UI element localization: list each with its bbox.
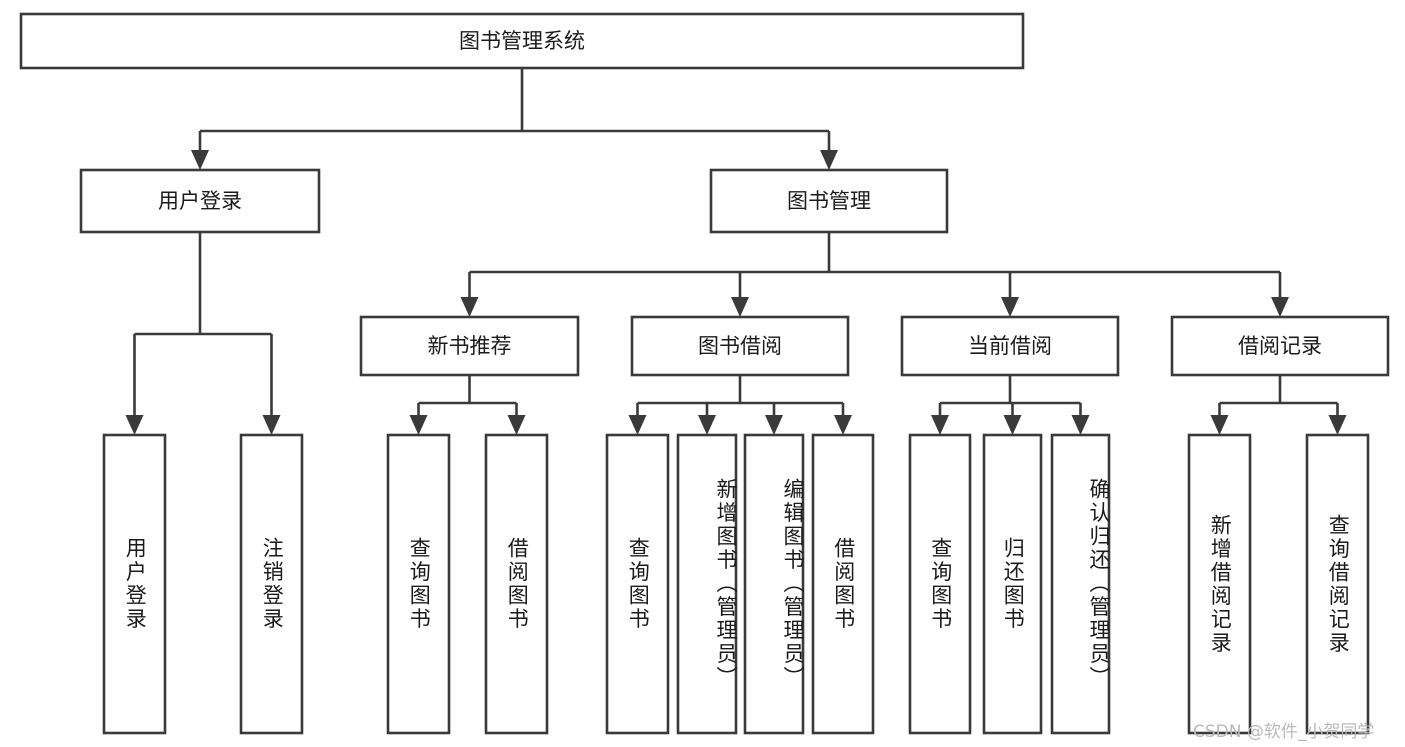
- node-leaf-3[interactable]: [484, 433, 549, 735]
- node-level2-0[interactable]: [79, 168, 321, 234]
- connectors-layer: [125, 68, 1347, 435]
- node-level3-label-1: 图书借阅: [698, 334, 782, 358]
- arrowhead-icon: [507, 415, 526, 435]
- arrowhead-icon: [628, 415, 647, 435]
- arrowhead-icon: [460, 297, 479, 317]
- node-level2-1[interactable]: [709, 168, 949, 234]
- csdn-watermark: CSDN @软件_小贺同学: [1193, 722, 1375, 742]
- node-level3-label-2: 当前借阅: [968, 334, 1052, 358]
- arrowhead-icon: [125, 415, 144, 435]
- node-leaf-12[interactable]: [1305, 433, 1370, 735]
- arrowhead-icon: [1210, 415, 1229, 435]
- arrowhead-icon: [1328, 415, 1347, 435]
- node-leaf-7[interactable]: [811, 433, 875, 735]
- arrowhead-icon: [191, 150, 209, 170]
- node-root[interactable]: [19, 12, 1025, 70]
- node-level2-label-0: 用户登录: [158, 189, 242, 213]
- boxes-layer: [19, 12, 1390, 735]
- node-leaf-4[interactable]: [605, 433, 670, 735]
- arrowhead-icon: [834, 415, 852, 435]
- arrowhead-icon: [1271, 297, 1289, 317]
- node-leaf-9[interactable]: [982, 433, 1043, 735]
- node-leaf-5[interactable]: [676, 433, 738, 735]
- node-level3-label-3: 借阅记录: [1238, 334, 1322, 358]
- node-level3-1[interactable]: [630, 315, 850, 377]
- node-leaf-11[interactable]: [1187, 433, 1252, 735]
- arrowhead-icon: [409, 415, 428, 435]
- node-leaf-0[interactable]: [102, 433, 167, 735]
- node-level3-3[interactable]: [1170, 315, 1390, 377]
- node-level2-label-1: 图书管理: [787, 189, 871, 213]
- arrowhead-icon: [1003, 415, 1022, 435]
- arrowhead-icon: [262, 415, 281, 435]
- node-level3-label-0: 新书推荐: [428, 334, 512, 358]
- arrowhead-icon: [765, 415, 783, 435]
- node-leaf-8[interactable]: [908, 433, 972, 735]
- arrowhead-icon: [698, 415, 716, 435]
- arrowhead-icon: [1071, 415, 1090, 435]
- arrowhead-icon: [1001, 297, 1019, 317]
- node-root-label: 图书管理系统: [459, 29, 585, 53]
- arrowhead-icon: [731, 297, 749, 317]
- node-leaf-2[interactable]: [386, 433, 451, 735]
- node-leaf-6[interactable]: [743, 433, 805, 735]
- arrowhead-icon: [820, 150, 838, 170]
- node-leaf-1[interactable]: [239, 433, 304, 735]
- node-level3-0[interactable]: [359, 315, 580, 377]
- node-level3-2[interactable]: [900, 315, 1120, 377]
- node-leaf-10[interactable]: [1050, 433, 1111, 735]
- arrowhead-icon: [931, 415, 949, 435]
